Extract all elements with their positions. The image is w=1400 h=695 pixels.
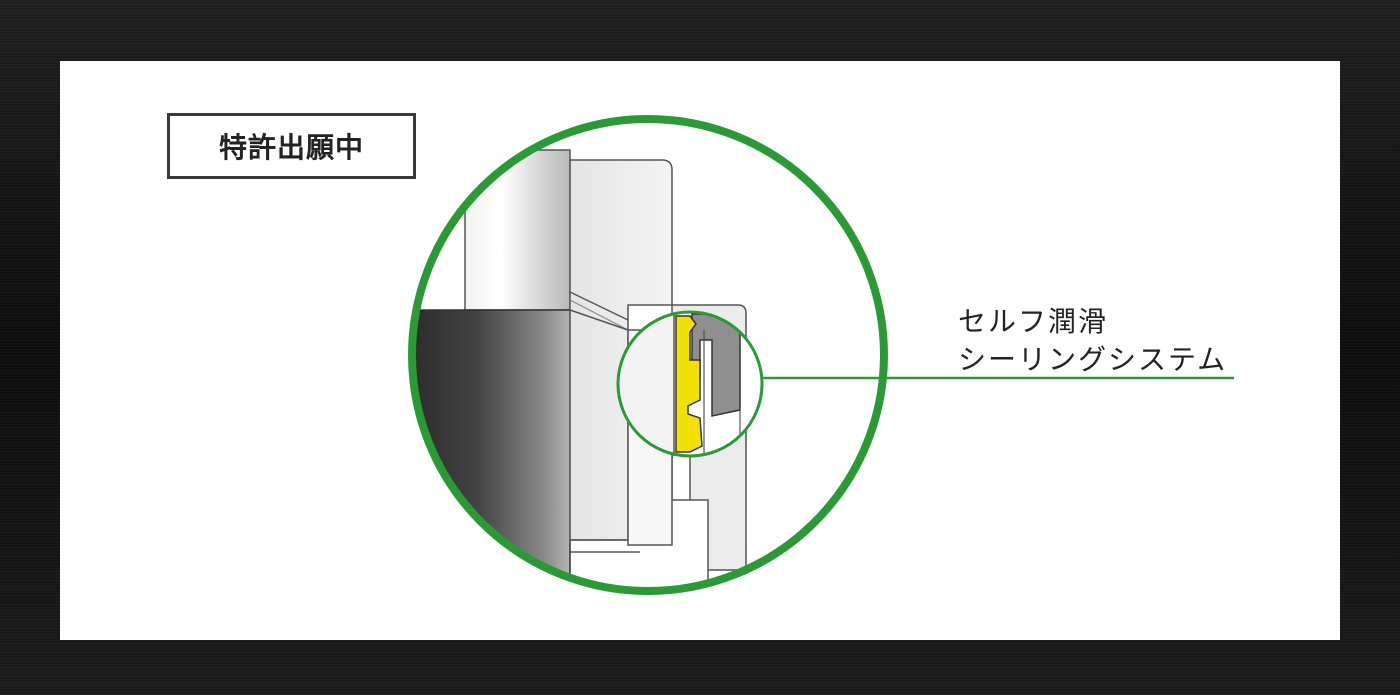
- callout-label-line1: セルフ潤滑: [958, 305, 1109, 338]
- yellow-seal: [675, 315, 703, 453]
- shaft-upper: [464, 149, 571, 311]
- callout-label-line2: シーリングシステム: [958, 343, 1228, 376]
- patent-pending-badge: 特許出願中: [167, 113, 416, 179]
- detail-ring: [616, 310, 764, 458]
- magnifier-ring: [408, 115, 888, 595]
- seal-detail: [618, 312, 762, 456]
